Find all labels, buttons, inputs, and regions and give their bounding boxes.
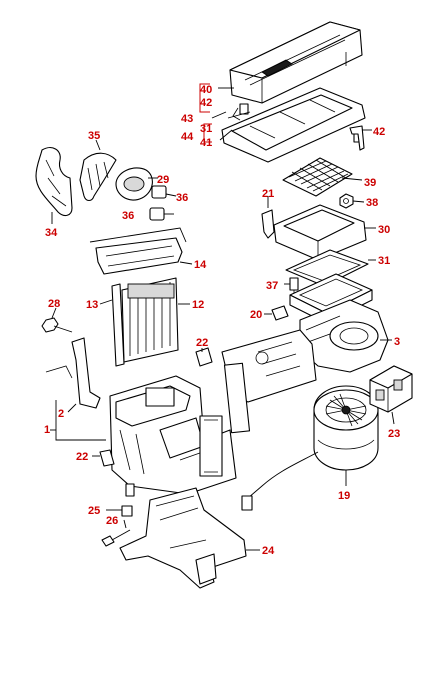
part-2-bracket — [45, 337, 101, 409]
part-21-clip — [261, 209, 275, 239]
callout-36: 36 — [122, 210, 134, 222]
part-41-frame — [221, 87, 366, 163]
part-22-clip-lower — [99, 449, 115, 467]
part-25-cap — [121, 505, 133, 517]
part-28-bolt — [41, 317, 73, 333]
callout-31: 31 — [378, 255, 390, 267]
callout-41: 41 — [200, 137, 212, 149]
callout-34: 34 — [45, 227, 58, 239]
part-39-filter-mesh — [282, 157, 353, 197]
callout-36: 36 — [176, 192, 188, 204]
part-30-filter-housing — [273, 204, 367, 261]
callout-40: 40 — [200, 84, 212, 96]
callout-43: 43 — [181, 113, 193, 125]
callout-20: 20 — [250, 309, 262, 321]
callout-37: 37 — [266, 280, 278, 292]
callout-26: 26 — [106, 515, 118, 527]
part-38-nut — [339, 193, 354, 209]
leader-lines — [50, 87, 395, 551]
callout-19: 19 — [338, 490, 350, 502]
part-13-seal-strip — [111, 283, 125, 367]
callout-12: 12 — [192, 299, 204, 311]
part-42-clip — [349, 125, 365, 151]
callout-21: 21 — [262, 188, 274, 200]
part-36-clip-upper — [151, 185, 167, 199]
part-40-cover — [229, 21, 363, 104]
callout-13: 13 — [86, 299, 98, 311]
callout-39: 39 — [364, 177, 376, 189]
callout-28: 28 — [48, 298, 60, 310]
callout-44: 44 — [181, 131, 194, 143]
part-26-screw — [101, 529, 131, 547]
part-3-blower-housing — [299, 299, 389, 373]
part-29-flange — [115, 167, 153, 201]
part-35-hose — [79, 152, 117, 202]
callout-labels: 40 42 43 31 44 41 42 35 29 36 36 39 34 2… — [44, 84, 400, 557]
callout-1: 1 — [44, 424, 50, 436]
part-14-tube-assembly — [89, 227, 187, 275]
callout-30: 30 — [378, 224, 390, 236]
callout-22: 22 — [196, 337, 208, 349]
part-20-bracket — [271, 305, 289, 321]
part-31-seal-frame — [285, 249, 369, 287]
callout-25: 25 — [88, 505, 100, 517]
part-22-clip-upper — [195, 347, 213, 367]
part-19-blower-motor — [241, 385, 379, 511]
part-34-hose — [35, 147, 73, 217]
callout-29: 29 — [157, 174, 169, 186]
callout-22: 22 — [76, 451, 88, 463]
callout-24: 24 — [262, 545, 275, 557]
callout-23: 23 — [388, 428, 400, 440]
part-1-heater-housing — [109, 375, 237, 497]
part-24-floor-duct — [119, 487, 247, 589]
callout-38: 38 — [366, 197, 378, 209]
callout-14: 14 — [194, 259, 207, 271]
callout-2: 2 — [58, 408, 64, 420]
callout-35: 35 — [88, 130, 100, 142]
callout-3: 3 — [394, 336, 400, 348]
center-duct-housing — [221, 329, 317, 434]
part-36-clip-lower — [149, 207, 165, 221]
part-12-heater-core — [121, 277, 179, 363]
part-23-resistor — [369, 365, 413, 413]
callout-31: 31 — [200, 123, 212, 135]
callout-brackets — [199, 83, 212, 143]
callout-42: 42 — [373, 126, 385, 138]
callout-42: 42 — [200, 97, 212, 109]
